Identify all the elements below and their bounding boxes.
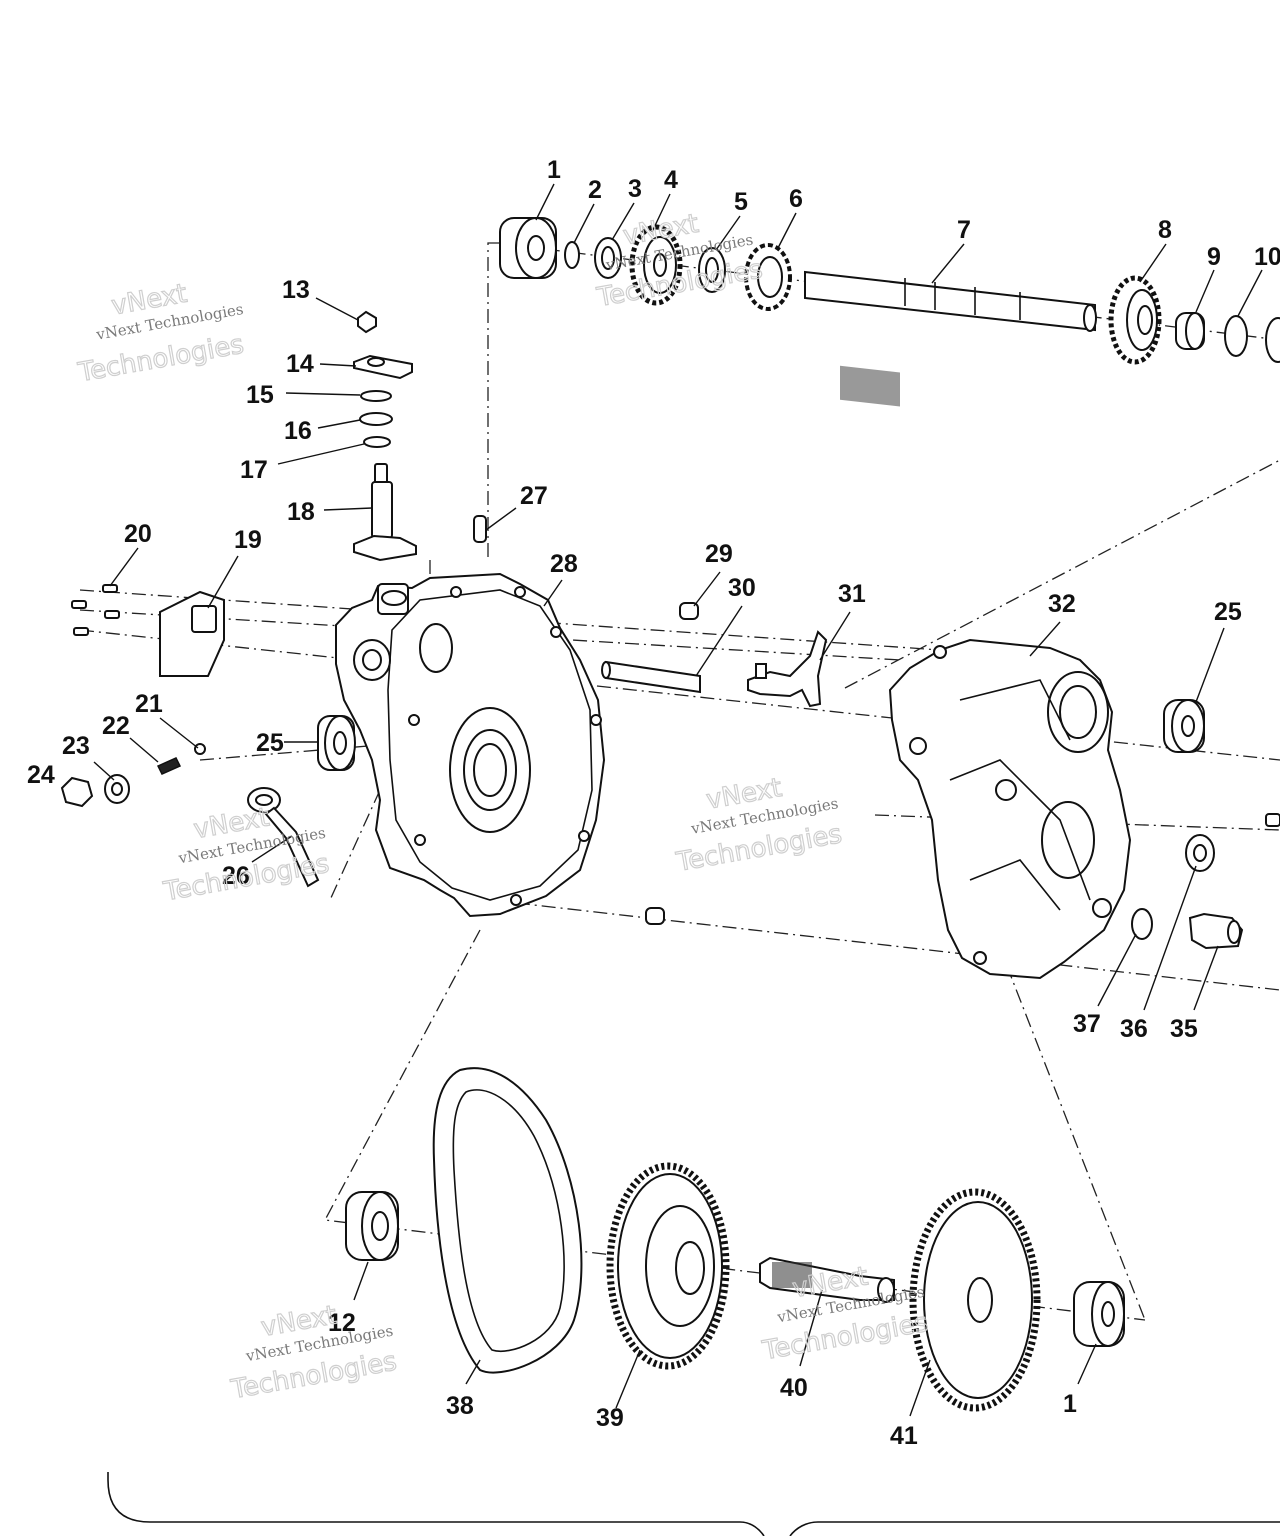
callout-3: 3	[628, 175, 642, 203]
callout-9: 9	[1207, 243, 1221, 271]
callout-27: 27	[520, 482, 548, 510]
left-case-half	[335, 572, 606, 918]
thrust-washer-part	[698, 247, 726, 293]
callout-16: 16	[284, 417, 312, 445]
watermark-top-center: vNext vNext Technologies Technologies	[594, 208, 766, 314]
callout-labels: 1 2 3 4 5 6 7 8 9 10 13 14 15 16 17 18 2…	[27, 156, 1280, 1450]
shift-fork-parts	[601, 602, 828, 708]
callout-19: 19	[234, 526, 262, 554]
callout-6: 6	[789, 185, 803, 213]
washer-part	[594, 237, 622, 279]
bearing-part	[499, 217, 557, 279]
callout-32: 32	[1048, 590, 1076, 618]
callout-12: 12	[328, 1309, 356, 1337]
callout-14: 14	[286, 350, 314, 378]
callout-10: 10	[1254, 243, 1280, 271]
callout-2: 2	[588, 176, 602, 204]
watermark-top-left: vNext vNext Technologies Technologies	[75, 278, 247, 389]
callout-1: 1	[547, 156, 561, 184]
callout-8: 8	[1158, 216, 1172, 244]
callout-31: 31	[838, 580, 866, 608]
callout-22: 22	[102, 712, 130, 740]
callout-25-right: 25	[1214, 598, 1242, 626]
callout-38: 38	[446, 1392, 474, 1420]
watermark-bottom-left: vNext vNext Technologies Technologies	[228, 1300, 400, 1406]
callout-23: 23	[62, 732, 90, 760]
callout-21: 21	[135, 690, 163, 718]
watermark-mid-left: vNext vNext Technologies Technologies	[160, 802, 332, 908]
snap-ring-part	[564, 241, 580, 269]
spacer-part	[1175, 312, 1205, 350]
left-side-parts	[60, 584, 356, 888]
partial-bearing-part	[1265, 317, 1280, 363]
callout-13: 13	[282, 276, 310, 304]
callout-25-left: 25	[256, 729, 284, 757]
dowel-sleeve-part	[645, 907, 665, 925]
callout-37: 37	[1073, 1010, 1101, 1038]
callout-36: 36	[1120, 1015, 1148, 1043]
right-side-parts	[1131, 699, 1280, 950]
main-shaft-part	[804, 270, 1097, 407]
callout-26: 26	[222, 862, 250, 890]
callout-24: 24	[27, 761, 55, 789]
callout-20: 20	[124, 520, 152, 548]
top-shaft-assembly	[499, 217, 1280, 407]
gear-part	[629, 224, 683, 306]
callout-40: 40	[780, 1374, 808, 1402]
callout-35: 35	[1170, 1015, 1198, 1043]
ring-part	[1224, 315, 1248, 357]
callout-30: 30	[728, 574, 756, 602]
sprocket-part	[744, 243, 792, 311]
callout-7: 7	[957, 216, 971, 244]
shift-shaft-stack	[353, 310, 417, 562]
callout-41: 41	[890, 1422, 918, 1450]
dowel-pin-part	[473, 515, 487, 543]
callout-5: 5	[734, 188, 748, 216]
bottom-drive-assembly	[345, 1067, 1125, 1412]
frame-border	[107, 1472, 765, 1536]
callout-18: 18	[287, 498, 315, 526]
callout-28: 28	[550, 550, 578, 578]
watermark-mid-center: vNext vNext Technologies Technologies	[673, 772, 845, 878]
callout-17: 17	[240, 456, 268, 484]
callout-29: 29	[705, 540, 733, 568]
right-case-half	[888, 638, 1132, 980]
callout-39: 39	[596, 1404, 624, 1432]
callout-4: 4	[664, 166, 678, 194]
callout-1-bottom: 1	[1063, 1390, 1077, 1418]
leader-lines	[93, 183, 1263, 1417]
frame-border-right	[789, 1521, 1280, 1536]
driven-gear-part	[1108, 275, 1162, 365]
callout-15: 15	[246, 381, 274, 409]
